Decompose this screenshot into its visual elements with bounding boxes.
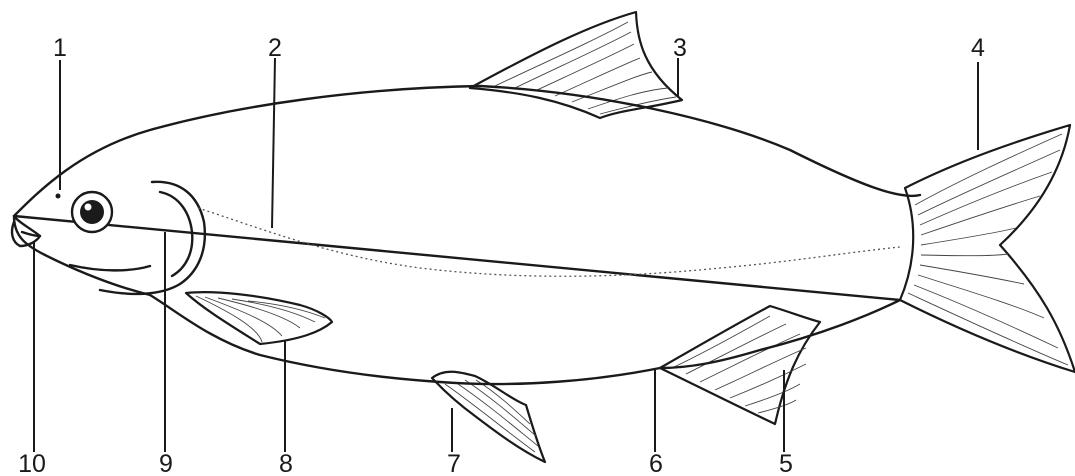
label-8: 8 (279, 450, 293, 476)
pectoral-fin (186, 292, 332, 344)
caudal-fin (900, 125, 1075, 372)
pelvic-fin (432, 372, 545, 462)
label-7: 7 (447, 450, 461, 476)
label-9: 9 (159, 450, 173, 476)
label-5: 5 (779, 450, 793, 476)
anal-fin (660, 306, 820, 424)
label-2: 2 (268, 34, 282, 62)
label-4: 4 (971, 34, 985, 62)
label-3: 3 (673, 34, 687, 62)
label-6: 6 (649, 450, 663, 476)
nostril (56, 194, 61, 199)
eye (72, 192, 112, 232)
label-1: 1 (53, 34, 67, 62)
label-10: 10 (18, 450, 46, 476)
dorsal-fin (470, 12, 682, 118)
